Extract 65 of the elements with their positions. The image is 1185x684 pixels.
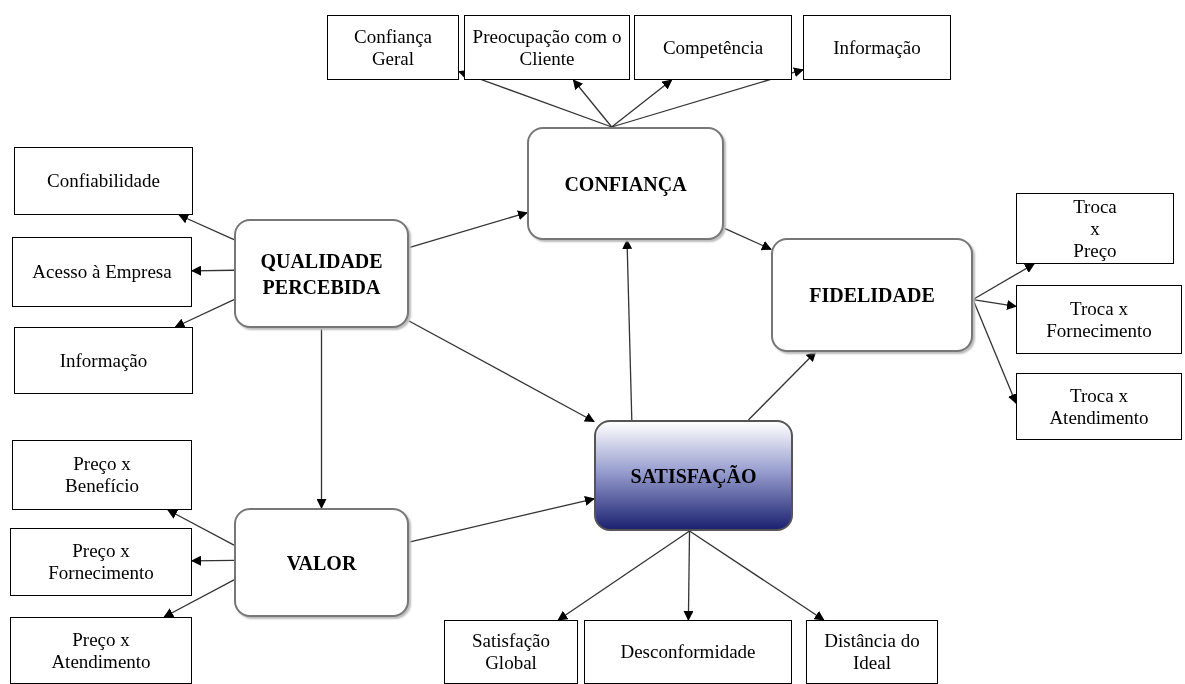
arrow — [178, 214, 235, 241]
arrow — [167, 509, 235, 546]
arrow — [972, 298, 1018, 405]
arrow — [408, 320, 595, 423]
box-label: Satisfação Global — [470, 630, 552, 674]
arrow — [191, 555, 235, 566]
arrow — [316, 327, 327, 509]
construct-box — [234, 219, 409, 328]
box-label: Acesso à Empresa — [32, 261, 172, 283]
attribute-box — [806, 620, 938, 684]
arrow — [174, 299, 235, 328]
box-label: Preocupação com o Cliente — [471, 25, 623, 70]
box-label: CONFIANÇA — [564, 171, 687, 197]
construct-box — [594, 420, 793, 531]
arrow — [611, 67, 804, 128]
construct-box — [771, 238, 973, 352]
arrow — [611, 79, 673, 128]
box-label: Competência — [662, 36, 764, 59]
arrow — [688, 530, 825, 621]
box-label: Informação — [59, 349, 148, 372]
box-label: Informação — [833, 36, 921, 59]
construct-box — [527, 127, 724, 240]
arrow — [622, 239, 633, 421]
box-label: Confiabilidade — [47, 170, 160, 192]
attribute-box — [584, 620, 792, 684]
arrow — [557, 530, 691, 621]
arrow — [723, 227, 772, 251]
arrow — [191, 265, 235, 276]
box-label: VALOR — [286, 550, 357, 576]
box-label: SATISFAÇÃO — [630, 463, 757, 489]
box-label: Desconformidade — [620, 641, 756, 663]
arrow — [458, 69, 613, 128]
attribute-box — [464, 15, 630, 80]
attribute-box — [12, 237, 192, 307]
attribute-box — [444, 620, 578, 684]
box-label: QUALIDADE PERCEBIDA — [259, 248, 384, 300]
arrow — [747, 351, 817, 421]
box-label: Confiança Geral — [352, 25, 434, 70]
box-label: Troca x Preço — [1073, 195, 1117, 262]
arrow — [163, 579, 235, 618]
box-label: Troca x Fornecimento — [1046, 297, 1152, 342]
attribute-box — [10, 617, 192, 684]
attribute-box — [803, 15, 951, 80]
arrow — [408, 495, 595, 543]
arrow — [683, 530, 694, 621]
attribute-box — [1016, 193, 1174, 264]
attribute-box — [634, 15, 792, 80]
arrow — [408, 210, 528, 249]
attribute-box — [1016, 285, 1182, 354]
box-label: Preço x Benefício — [65, 453, 139, 497]
attribute-box — [14, 327, 193, 394]
box-label: Preço x Fornecimento — [48, 540, 154, 584]
box-label: Distância do Ideal — [823, 630, 921, 674]
attribute-box — [327, 15, 459, 80]
box-label: Troca x Atendimento — [1049, 384, 1149, 429]
construct-box — [234, 508, 409, 617]
box-label: Preço x Atendimento — [51, 628, 151, 673]
arrow — [572, 79, 613, 128]
attribute-box — [1016, 373, 1182, 440]
attribute-box — [10, 528, 192, 596]
attribute-box — [14, 147, 193, 215]
box-label: FIDELIDADE — [809, 283, 935, 308]
attribute-box — [12, 440, 192, 510]
arrow — [972, 298, 1017, 310]
arrow — [972, 263, 1035, 301]
